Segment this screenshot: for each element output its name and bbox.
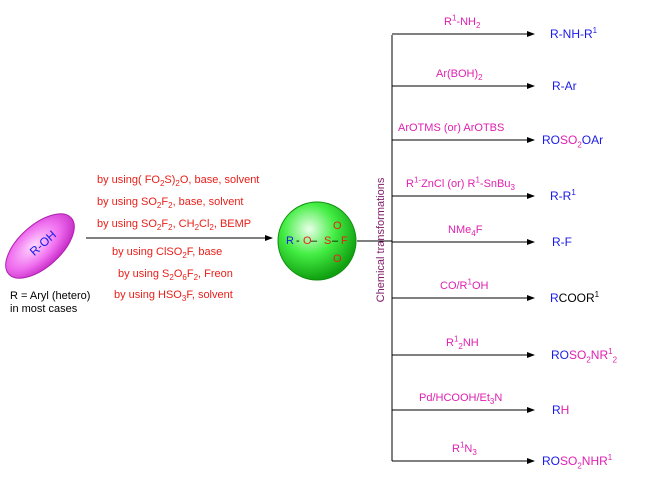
- reagent-6: CO/R1OH: [440, 277, 489, 292]
- fs-s: S: [324, 235, 332, 247]
- reactant-ellipse: [5, 213, 75, 279]
- reagent-2: Ar(BOH)2: [436, 68, 483, 83]
- product-6: RCOOR1: [550, 290, 600, 305]
- product-9: ROSO2NHR1: [542, 453, 613, 471]
- fs-r: R: [286, 235, 294, 247]
- reactant-note-line1: R = Aryl (hetero): [10, 290, 91, 302]
- reagent-3: ArOTMS (or) ArOTBS: [398, 122, 505, 134]
- fs-f: F: [341, 235, 348, 247]
- reagent-5: NMe4F: [448, 224, 483, 239]
- reagent-9: R1N3: [452, 440, 477, 458]
- method-2: by using SO2F2, base, solvent: [97, 196, 244, 211]
- axis-label: Chemical transformations: [375, 177, 387, 303]
- product-3: ROSO2OAr: [542, 133, 604, 150]
- fs-dash1: -: [296, 235, 300, 247]
- reactant-note-line2: in most cases: [10, 303, 78, 315]
- fs-o-top: O: [333, 220, 342, 232]
- product-4: R-R1: [550, 188, 576, 203]
- product-7: ROSO2NR12: [551, 347, 618, 365]
- fs-o-bottom: O: [333, 253, 342, 265]
- method-3: by using SO2F2, CH2Cl2, BEMP: [97, 218, 252, 233]
- fs-o: O: [303, 235, 312, 247]
- reagent-8: Pd/HCOOH/Et3N: [419, 392, 503, 407]
- method-1: by using( FO2S)2O, base, solvent: [97, 174, 260, 189]
- reagent-1: R1-NH2: [444, 13, 481, 31]
- fluorosulfate-sphere: [277, 201, 357, 281]
- fs-dash3: –: [332, 235, 339, 247]
- product-5: R-F: [552, 235, 572, 249]
- reagent-7: R12NH: [446, 334, 479, 352]
- method-4: by using ClSO2F, base: [112, 246, 223, 261]
- method-5: by using S2O6F2, Freon: [118, 268, 233, 283]
- method-6: by using HSO3F, solvent: [114, 289, 233, 304]
- product-2: R-Ar: [552, 79, 577, 93]
- fs-dash2: –: [311, 235, 318, 247]
- product-8: RH: [552, 403, 570, 417]
- reagent-4: R1-ZnCl (or) R1-SnBu3: [406, 175, 515, 193]
- product-1: R-NH-R1: [550, 26, 598, 41]
